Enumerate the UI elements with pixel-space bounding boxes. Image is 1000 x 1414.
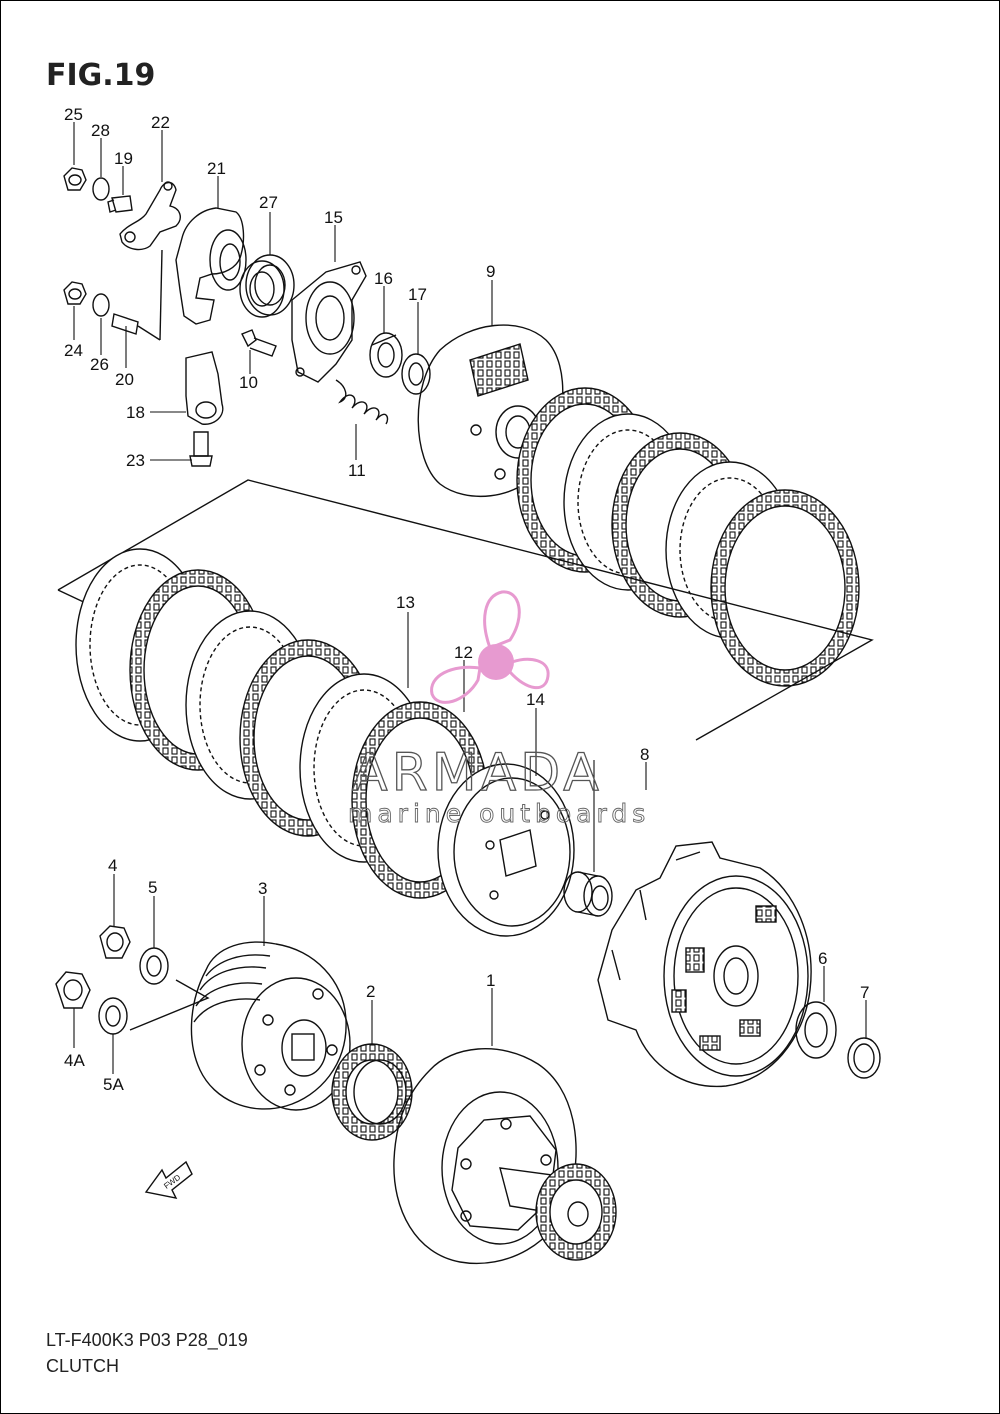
armada-watermark: ARMADA marine outboards [348,590,650,828]
nut-24 [63,281,87,305]
callout-12: 12 [454,643,473,662]
callout-23: 23 [126,451,145,470]
watermark-brand: ARMADA [352,743,603,803]
callout-5a: 5A [103,1075,124,1094]
callout-17: 17 [408,285,427,304]
callout-1: 1 [486,971,495,990]
model-code: LT-F400K3 P03 P28_019 [46,1330,248,1350]
callout-22: 22 [151,113,170,132]
callout-21: 21 [207,159,226,178]
callout-16: 16 [374,269,393,288]
leader-lines [73,122,867,1074]
forward-direction-arrow: FWD [144,1160,193,1199]
washer-17 [401,353,431,395]
washer-5a [98,997,128,1035]
figure-title: FIG.19 [46,58,156,93]
callout-18: 18 [126,403,145,422]
callout-28: 28 [91,121,110,140]
spacer-8 [563,871,613,917]
bolt-19 [107,195,133,213]
callout-6: 6 [818,949,827,968]
callout-8: 8 [640,745,649,764]
callout-10: 10 [239,373,258,392]
callout-19: 19 [114,149,133,168]
callout-2: 2 [366,982,375,1001]
callout-27: 27 [259,193,278,212]
callout-25: 25 [64,105,83,124]
one-way-clutch-2 [331,1043,413,1141]
spring-11 [335,379,389,425]
clutch-housing-8 [597,841,812,1088]
bearing-16 [369,332,403,378]
callout-7: 7 [860,983,869,1002]
bushing-7 [847,1037,881,1079]
washer-6 [795,1001,837,1059]
watermark-tagline: marine outboards [348,799,650,828]
washer-28 [92,177,110,201]
clutch-drum-1 [393,1048,617,1265]
nut-25 [63,167,87,191]
primary-gear-3 [190,941,351,1111]
callout-20: 20 [115,370,134,389]
lifter-plate-15 [291,261,367,383]
arm-18 [185,351,224,425]
callout-3: 3 [258,879,267,898]
pressure-plate-14 [437,763,575,937]
callout-15: 15 [324,208,343,227]
nut-4 [99,925,131,959]
bolt-23 [189,431,213,467]
plate-set-bracket [57,479,874,741]
callout-4: 4 [108,856,117,875]
bolt-20 [111,313,161,341]
callout-14: 14 [526,690,545,709]
callout-11: 11 [348,461,366,480]
nut-4a [55,971,91,1009]
bolt-10 [241,329,277,357]
callout-9: 9 [486,262,495,281]
section-caption: CLUTCH [46,1356,120,1376]
propeller-logo-icon [430,590,550,704]
bearing-27 [239,254,295,318]
lever-22 [119,181,181,341]
washer-26 [92,293,110,317]
callout-24: 24 [64,341,83,360]
housing-21 [175,207,247,325]
drive-plate-upper-3 [710,489,860,687]
callout-26: 26 [90,355,109,374]
callout-5: 5 [148,878,157,897]
leader-4a-5a [129,979,210,1031]
washer-5 [139,947,169,985]
callout-13: 13 [396,593,415,612]
callout-4a: 4A [64,1051,85,1070]
